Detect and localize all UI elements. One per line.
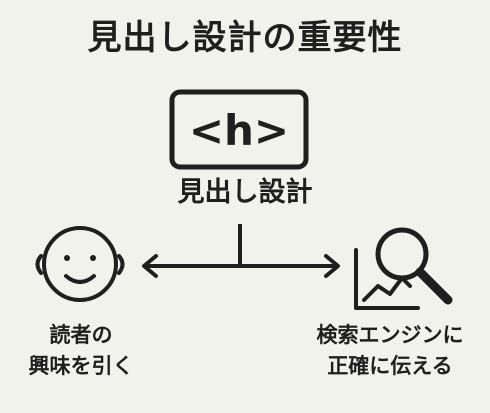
page-title: 見出し設計の重要性 [87,18,403,58]
right-label-line-1: 検索エンジンに [316,323,464,347]
right-label: 検索エンジンに 正確に伝える [296,320,484,382]
center-label: 見出し設計 [177,177,313,208]
heading-tag-text: <h> [189,106,289,155]
right-label-line-2: 正確に伝える [327,354,453,378]
heading-tag-icon: <h> [169,89,309,170]
left-label-line-1: 読者の [49,323,113,347]
smiley-face-icon [35,226,125,302]
left-label-line-2: 興味を引く [28,354,134,378]
arrow-left-icon [142,254,158,278]
left-label: 読者の 興味を引く [6,320,156,382]
arrow-right-icon [324,254,340,278]
search-chart-icon [354,227,453,310]
